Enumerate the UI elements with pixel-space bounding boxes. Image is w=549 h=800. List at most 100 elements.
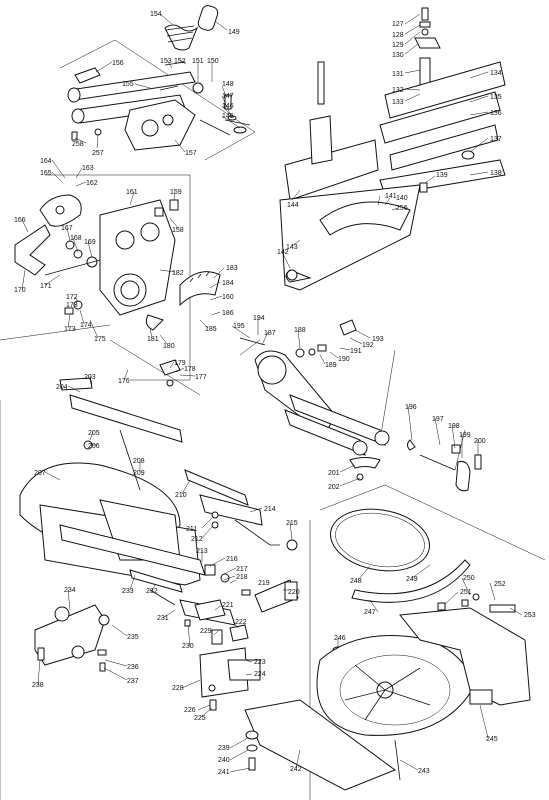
label-229: 229 (200, 628, 212, 635)
label-130: 130 (392, 52, 404, 59)
label-239: 239 (218, 745, 230, 752)
label-134: 134 (490, 70, 502, 77)
label-216: 216 (226, 556, 238, 563)
label-188: 188 (294, 327, 306, 334)
label-196: 196 (405, 404, 417, 411)
label-162: 162 (86, 180, 98, 187)
label-178: 178 (184, 366, 196, 373)
label-154: 154 (150, 11, 162, 18)
label-224: 224 (254, 671, 266, 678)
label-141: 141 (385, 193, 397, 200)
label-135: 135 (490, 94, 502, 101)
label-220: 220 (288, 589, 300, 596)
label-173-upper: 173 (66, 302, 78, 309)
label-250: 250 (463, 575, 475, 582)
saw-head-assembly (19, 377, 299, 627)
label-221: 221 (222, 602, 234, 609)
label-195: 195 (233, 323, 245, 330)
label-128: 128 (392, 32, 404, 39)
label-175: 175 (94, 336, 106, 343)
label-127: 127 (392, 21, 404, 28)
label-223: 223 (254, 659, 266, 666)
label-163: 163 (82, 165, 94, 172)
label-181: 181 (147, 336, 159, 343)
label-138: 138 (490, 170, 502, 177)
label-180: 180 (163, 343, 175, 350)
label-258: 258 (72, 141, 84, 148)
label-226: 226 (184, 707, 196, 714)
leader-lines (21, 13, 523, 773)
label-189: 189 (325, 362, 337, 369)
label-148: 148 (222, 81, 234, 88)
label-234: 234 (64, 587, 76, 594)
label-157: 157 (185, 150, 197, 157)
label-218: 218 (236, 574, 248, 581)
label-232: 232 (146, 588, 158, 595)
label-236: 236 (127, 664, 139, 671)
label-174: 174 (80, 322, 92, 329)
label-246: 246 (334, 635, 346, 642)
label-164: 164 (40, 158, 52, 165)
label-156: 156 (112, 60, 124, 67)
fence-assembly (279, 7, 506, 291)
label-207: 207 (34, 470, 46, 477)
label-247: 247 (364, 609, 376, 616)
label-249: 249 (406, 576, 418, 583)
label-203: 203 (84, 374, 96, 381)
label-215: 215 (286, 520, 298, 527)
label-194: 194 (253, 315, 265, 322)
label-136: 136 (490, 110, 502, 117)
label-257: 257 (92, 150, 104, 157)
label-153: 153 (160, 58, 172, 65)
part-labels: 154 149 127 128 129 130 156 153 152 151 … (14, 11, 536, 776)
label-183: 183 (226, 265, 238, 272)
label-198: 198 (448, 423, 460, 430)
label-212: 212 (191, 536, 203, 543)
label-240: 240 (218, 757, 230, 764)
label-204: 204 (56, 384, 68, 391)
label-241: 241 (218, 769, 230, 776)
label-143: 143 (286, 244, 298, 251)
label-210: 210 (175, 492, 187, 499)
label-206: 206 (88, 443, 100, 450)
label-200: 200 (474, 438, 486, 445)
label-132: 132 (392, 87, 404, 94)
label-139: 139 (436, 172, 448, 179)
label-251: 251 (460, 589, 472, 596)
label-169: 169 (84, 239, 96, 246)
label-160: 160 (222, 294, 234, 301)
label-149: 149 (228, 29, 240, 36)
label-235: 235 (127, 634, 139, 641)
label-205: 205 (88, 430, 100, 437)
label-197: 197 (432, 416, 444, 423)
bracket-assembly (34, 604, 110, 672)
label-133: 133 (392, 99, 404, 106)
label-211: 211 (186, 526, 197, 533)
motor-arm-assembly (239, 319, 390, 481)
link-assembly-upper (67, 5, 251, 151)
label-186: 186 (222, 310, 234, 317)
label-144: 144 (287, 202, 299, 209)
label-137: 137 (490, 136, 502, 143)
label-209: 209 (133, 470, 145, 477)
label-222: 222 (235, 619, 247, 626)
label-159: 159 (170, 189, 182, 196)
label-152: 152 (174, 58, 186, 65)
lever-parts (407, 439, 482, 492)
label-166: 166 (14, 217, 26, 224)
label-242: 242 (290, 766, 302, 773)
arm-assembly (14, 194, 221, 387)
label-199: 199 (459, 432, 471, 439)
label-168: 168 (70, 235, 82, 242)
label-167: 167 (61, 225, 73, 232)
label-193: 193 (372, 336, 384, 343)
label-146: 146 (222, 103, 234, 110)
label-173-lower: 173 (64, 326, 76, 333)
base-assembly (244, 607, 531, 791)
label-192: 192 (362, 342, 374, 349)
label-185: 185 (205, 326, 217, 333)
label-201: 201 (328, 470, 340, 477)
label-231: 231 (157, 615, 169, 622)
label-161: 161 (126, 189, 138, 196)
